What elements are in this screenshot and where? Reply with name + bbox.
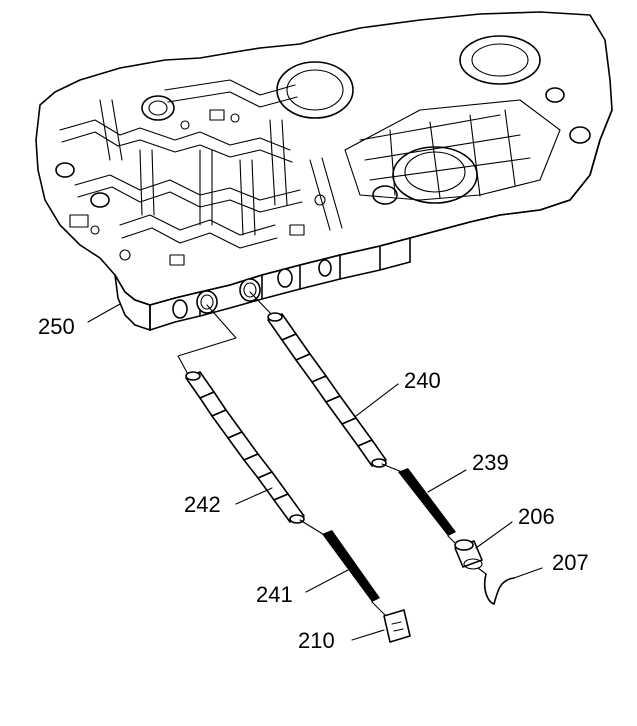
callout-241: 241: [256, 582, 293, 607]
leader-206: [475, 521, 513, 549]
spring-lower: [322, 530, 386, 616]
valve-upper: [267, 312, 403, 473]
callout-240: 240: [404, 368, 441, 393]
retainer-plate: [383, 609, 411, 643]
bore-leader-lower: [177, 304, 237, 379]
leader-239: [427, 469, 467, 493]
fluid-passages: [59, 79, 343, 266]
callout-210: 210: [298, 628, 335, 653]
retainer-clip: [477, 567, 515, 605]
leader-240: [355, 383, 399, 417]
plug: [454, 539, 483, 570]
valve-body-casting: [35, 11, 613, 331]
leader-210: [351, 629, 385, 641]
leader-207: [513, 567, 543, 579]
callout-242: 242: [184, 492, 221, 517]
valve-lower: [185, 371, 327, 537]
leader-250: [87, 303, 121, 323]
callout-206: 206: [518, 504, 555, 529]
callout-207: 207: [552, 550, 589, 575]
callout-239: 239: [472, 450, 509, 475]
leader-242: [235, 487, 273, 505]
callout-250: 250: [38, 314, 75, 339]
leader-241: [305, 569, 349, 593]
